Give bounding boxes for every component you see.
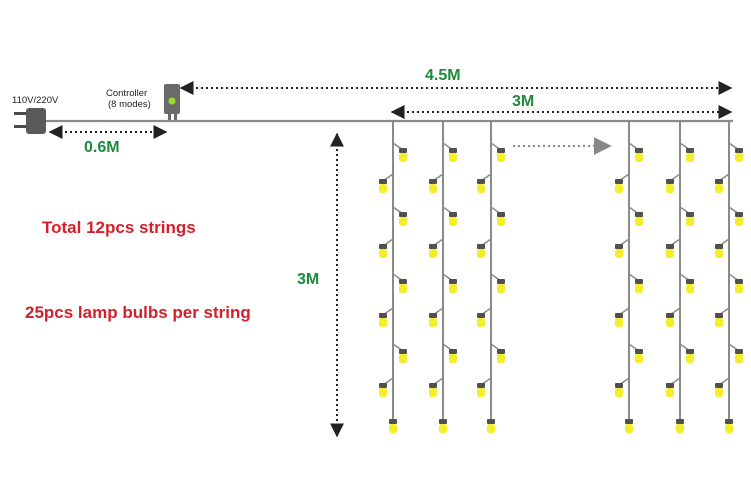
lamp-bulb-icon <box>399 349 407 363</box>
lamp-bulb-icon <box>735 148 743 162</box>
lamp-bulb-icon <box>497 349 505 363</box>
controller-box-icon <box>164 84 180 120</box>
controller-modes-label: (8 modes) <box>108 99 151 110</box>
lamp-bulb-icon <box>615 313 623 327</box>
lamp-bulb-icon <box>676 419 684 433</box>
lamp-bulb-icon <box>379 179 387 193</box>
lamp-bulb-icon <box>379 313 387 327</box>
light-string <box>615 121 643 433</box>
lamp-bulb-icon <box>429 313 437 327</box>
lamp-bulb-icon <box>715 313 723 327</box>
lamp-bulb-icon <box>379 383 387 397</box>
lamp-bulb-icon <box>725 419 733 433</box>
lamp-bulb-icon <box>735 212 743 226</box>
lamp-bulb-icon <box>487 419 495 433</box>
lamp-bulb-icon <box>635 212 643 226</box>
lamp-bulb-icon <box>497 279 505 293</box>
lamp-bulb-icon <box>735 349 743 363</box>
lamp-bulb-icon <box>497 212 505 226</box>
lamp-bulb-icon <box>477 179 485 193</box>
lamp-bulb-icon <box>477 383 485 397</box>
span-length-label: 3M <box>512 93 534 110</box>
lamp-bulb-icon <box>715 244 723 258</box>
lamp-bulb-icon <box>399 279 407 293</box>
lamp-bulb-icon <box>429 244 437 258</box>
lamp-bulb-icon <box>666 383 674 397</box>
lamp-bulb-icon <box>635 349 643 363</box>
lamp-bulb-icon <box>715 383 723 397</box>
light-string <box>715 121 743 433</box>
lamp-bulb-icon <box>635 279 643 293</box>
lamp-bulb-icon <box>379 244 387 258</box>
lamp-bulb-icon <box>449 148 457 162</box>
lamp-bulb-icon <box>666 313 674 327</box>
plug-icon <box>14 108 46 134</box>
total-length-label: 4.5M <box>425 67 461 84</box>
lamp-bulb-icon <box>635 148 643 162</box>
lamp-bulb-icon <box>399 212 407 226</box>
light-string <box>666 121 694 433</box>
lamp-bulb-icon <box>686 279 694 293</box>
total-strings-note: Total 12pcs strings <box>42 218 196 237</box>
lamp-bulb-icon <box>625 419 633 433</box>
bulbs-per-string-note: 25pcs lamp bulbs per string <box>25 303 251 322</box>
lamp-bulb-icon <box>449 279 457 293</box>
lamp-bulb-icon <box>686 148 694 162</box>
cord-length-label: 0.6M <box>84 139 120 156</box>
lamp-bulb-icon <box>666 179 674 193</box>
lamp-bulb-icon <box>615 179 623 193</box>
lamp-bulb-icon <box>686 349 694 363</box>
lamp-bulb-icon <box>477 313 485 327</box>
lamp-bulb-icon <box>715 179 723 193</box>
light-string <box>379 121 407 433</box>
voltage-label: 110V/220V <box>12 95 59 106</box>
light-strings <box>379 121 743 433</box>
lamp-bulb-icon <box>399 148 407 162</box>
controller-label: Controller <box>106 88 147 99</box>
drop-length-label: 3M <box>297 271 319 288</box>
lamp-bulb-icon <box>497 148 505 162</box>
lamp-bulb-icon <box>449 212 457 226</box>
lamp-bulb-icon <box>666 244 674 258</box>
lamp-bulb-icon <box>449 349 457 363</box>
lamp-bulb-icon <box>429 179 437 193</box>
lamp-bulb-icon <box>429 383 437 397</box>
lamp-bulb-icon <box>389 419 397 433</box>
lamp-bulb-icon <box>615 383 623 397</box>
lamp-bulb-icon <box>477 244 485 258</box>
lamp-bulb-icon <box>615 244 623 258</box>
lamp-bulb-icon <box>735 279 743 293</box>
lamp-bulb-icon <box>686 212 694 226</box>
light-string <box>477 121 505 433</box>
lamp-bulb-icon <box>439 419 447 433</box>
light-string <box>429 121 457 433</box>
